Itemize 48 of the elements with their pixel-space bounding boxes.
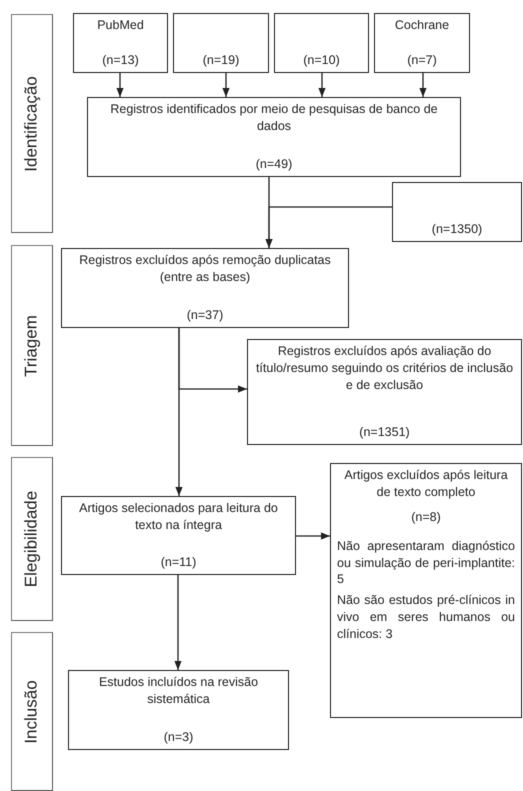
box-text: Artigos selecionados para leitura do texto na íntegra: [78, 500, 279, 534]
count-text: (n=3): [164, 729, 194, 746]
count-text: (n=8): [411, 508, 441, 526]
box-text: PubMed: [97, 17, 144, 34]
arrow: [116, 73, 124, 97]
count-text: (n=11): [160, 554, 196, 571]
box-text: Registros excluídos após avaliação do título/resumo seguindo os critérios de inclusão e de exclusão: [254, 343, 514, 394]
reason-text: Não apresentaram diagnóstico ou simulação de peri-implantite: 5: [337, 538, 515, 588]
stage-label-box: [11, 14, 53, 233]
box-text: Estudos incluídos na revisão sistemática: [98, 674, 260, 708]
arrow: [265, 206, 392, 248]
count-text: (n=13): [102, 52, 139, 69]
process-box: [247, 339, 522, 445]
stage-label: Inclusão: [20, 680, 42, 744]
box-text: Cochrane: [394, 17, 450, 34]
box-text: Artigos excluídos após leitura de texto completo: [343, 467, 509, 501]
database-box: [392, 182, 522, 242]
database-box: [73, 13, 168, 73]
stage-label: Triagem: [20, 314, 42, 376]
arrow: [419, 73, 427, 97]
stage-label: Elegibilidade: [20, 490, 42, 588]
count-text: (n=10): [303, 52, 340, 69]
process-box: [68, 670, 289, 750]
count-text: (n=49): [256, 156, 292, 173]
database-box: [374, 13, 470, 73]
count-text: (n=37): [186, 307, 224, 324]
arrow: [175, 328, 183, 496]
arrow: [296, 532, 330, 540]
stage-label-box: [11, 245, 53, 446]
database-box: [274, 13, 369, 73]
arrow: [222, 73, 230, 97]
count-text: (n=7): [407, 52, 437, 69]
count-text: (n=19): [202, 52, 240, 69]
arrow: [174, 575, 182, 670]
count-text: (n=1350): [432, 221, 482, 238]
process-box: [61, 496, 296, 575]
count-text: (n=1351): [359, 424, 410, 441]
box-text: Registros excluídos após remoção duplicatas (entre as bases): [78, 252, 332, 286]
arrow: [318, 73, 326, 97]
exclusion-box: [330, 463, 522, 718]
stage-label-box: [11, 457, 53, 621]
box-text: Registros identificados por meio de pesquisas de banco de dados: [109, 101, 439, 135]
stage-label: Identificação: [20, 76, 42, 172]
reason-text: Não são estudos pré-clínicos in vivo em seres humanos ou clínicos: 3: [337, 592, 515, 643]
process-box: [61, 248, 349, 328]
stage-label-box: [11, 632, 53, 791]
database-box: [173, 13, 269, 73]
process-box: [87, 97, 461, 177]
